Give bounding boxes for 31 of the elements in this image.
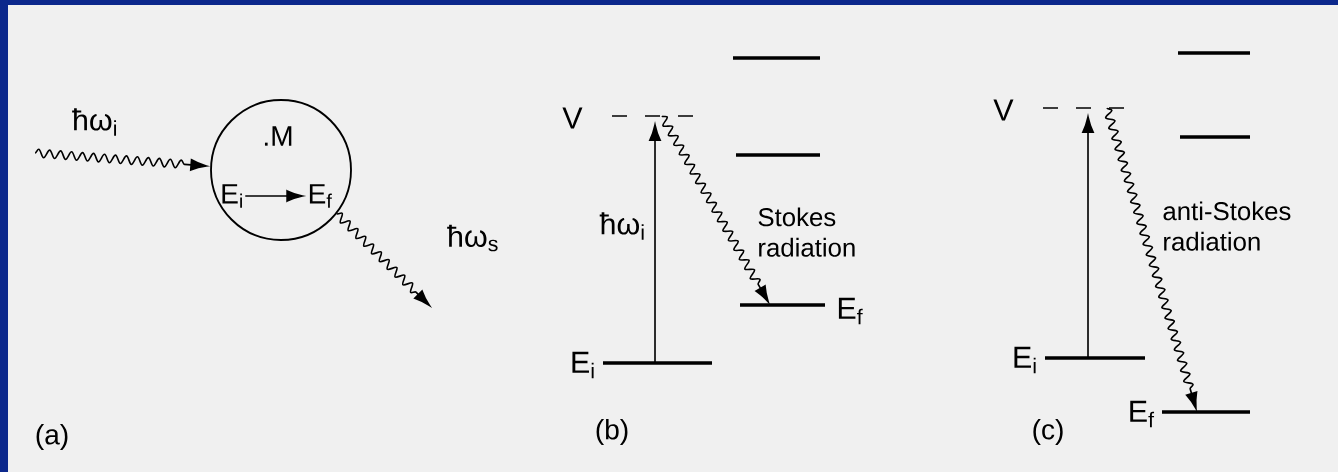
energy-label: E$_{i}$	[222, 184, 242, 208]
virtual-level: V	[562, 107, 696, 129]
edge-label: ħω$_{i}$	[72, 108, 116, 136]
energy-level: E$_{i}$	[572, 351, 712, 379]
panel-label: (b)	[596, 418, 628, 446]
photon-arrow	[661, 115, 769, 303]
edge-label: Stokes radiation	[758, 207, 855, 257]
energy-label: E$_{f}$	[309, 184, 332, 208]
energy-level	[733, 56, 820, 60]
energy-level	[1180, 135, 1250, 139]
arrow	[244, 190, 304, 202]
energy-level: E$_{i}$	[1014, 346, 1145, 374]
energy-level: E$_{f}$	[1130, 400, 1250, 428]
edge-label: anti-Stokes radiation	[1163, 201, 1291, 251]
panel-label: (c)	[1033, 418, 1063, 446]
node-label: E$_{f}$	[838, 297, 863, 325]
edge-label: ħω$_{s}$	[447, 224, 498, 252]
energy-level	[736, 153, 820, 157]
node-label: E$_{f}$	[1130, 400, 1155, 428]
arrow	[1082, 116, 1094, 359]
photon-arrow	[336, 212, 431, 307]
node-label: E$_{i}$	[572, 351, 594, 379]
panel-label: (a)	[36, 423, 68, 451]
arrow	[649, 124, 661, 364]
energy-level	[1178, 51, 1250, 55]
photon-arrow	[1104, 107, 1198, 410]
node-label: E$_{i}$	[1014, 346, 1036, 374]
edge-label: ħω$_{i}$	[599, 212, 644, 240]
virtual-level: V	[993, 99, 1131, 121]
energy-level: E$_{f}$	[740, 297, 863, 325]
photon-arrow	[34, 148, 208, 171]
